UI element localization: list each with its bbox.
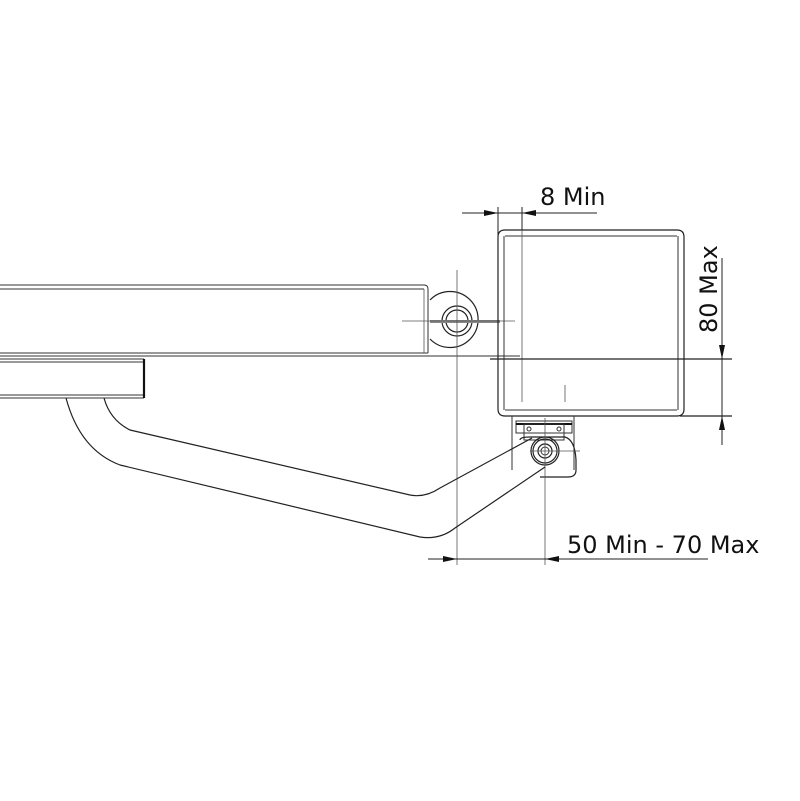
dimension-height-label: 80 Max (695, 245, 723, 333)
arm-mount-bracket (0, 355, 520, 399)
articulated-arm (65, 397, 546, 539)
motor-output-bracket (511, 416, 580, 565)
dimension-offset-label: 50 Min - 70 Max (567, 531, 759, 559)
dimension-gap-label: 8 Min (540, 183, 605, 211)
dimension-offset: 50 Min - 70 Max (428, 531, 759, 562)
motor-housing (490, 212, 732, 417)
gate-leaf-beam (0, 284, 429, 357)
dimension-gap: 8 Min (462, 183, 605, 250)
dimension-height: 80 Max (695, 245, 725, 445)
gate-pivot-hinge (402, 270, 515, 565)
